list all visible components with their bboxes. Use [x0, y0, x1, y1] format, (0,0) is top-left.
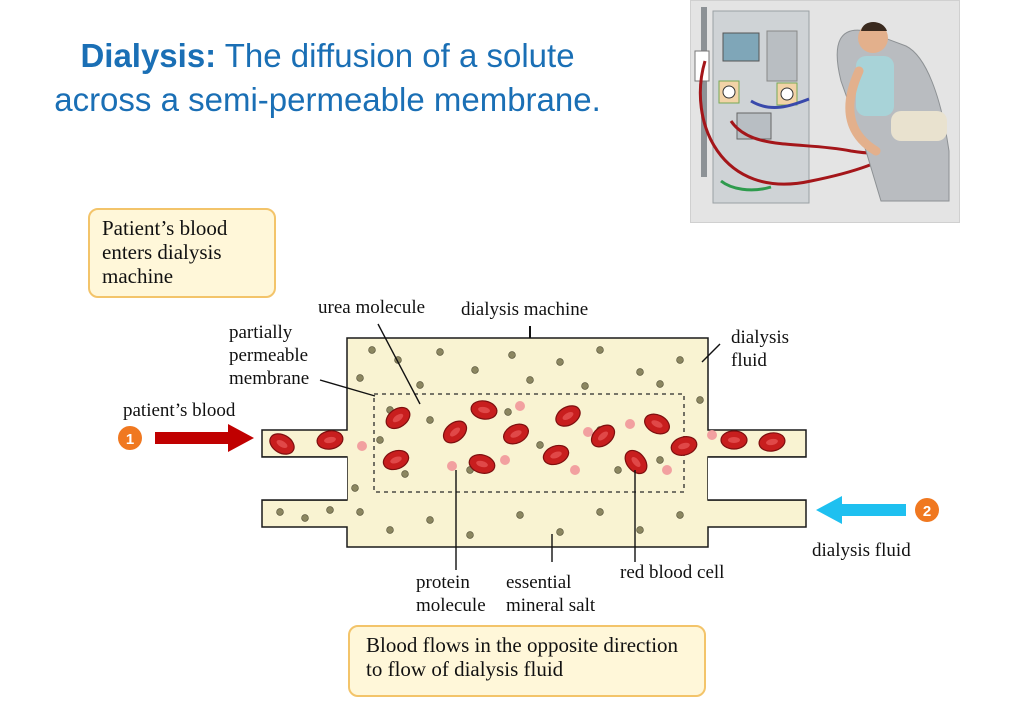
note-blood-enters: Patient’s blood enters dialysis machine — [88, 208, 276, 298]
label-salt-1: essential — [506, 572, 572, 593]
label-membrane-2: permeable — [229, 345, 309, 366]
label-dialysis-fluid-1: dialysis — [731, 327, 790, 348]
protein-molecules — [357, 401, 717, 475]
step-2-number: 2 — [923, 503, 931, 520]
partially-permeable-membrane — [373, 393, 685, 493]
step-1-number: 1 — [126, 431, 134, 448]
step-1-badge — [118, 426, 142, 450]
label-protein-2: molecule — [416, 595, 486, 616]
label-red-blood-cell: red blood cell — [620, 562, 725, 583]
label-protein-1: protein — [416, 572, 470, 593]
label-patients-blood: patient’s blood — [123, 400, 236, 421]
fluid-inflow-arrow — [816, 496, 906, 524]
label-dialysis-machine: dialysis machine — [461, 299, 589, 320]
label-dialysis-fluid-in: dialysis fluid — [812, 540, 911, 561]
note-opposite-flow: Blood flows in the opposite direction to… — [348, 625, 706, 697]
dialysis-machine-illustration — [691, 1, 959, 222]
title-line1: The diffusion of a solute — [224, 37, 575, 74]
blood-inflow-arrow — [155, 424, 254, 452]
label-salt-2: mineral salt — [506, 595, 596, 616]
title-bold: Dialysis: — [80, 37, 217, 74]
dialysis-machine-photo — [690, 0, 960, 223]
page-title: Dialysis: The diffusion of a solute acro… — [0, 34, 655, 122]
title-line2: across a semi-permeable membrane. — [54, 81, 601, 118]
label-dialysis-fluid-2: fluid — [731, 350, 767, 371]
step-2-badge — [915, 498, 939, 522]
label-membrane-1: partially — [229, 322, 293, 343]
label-urea-molecule: urea molecule — [318, 297, 426, 318]
label-membrane-3: membrane — [229, 368, 310, 389]
